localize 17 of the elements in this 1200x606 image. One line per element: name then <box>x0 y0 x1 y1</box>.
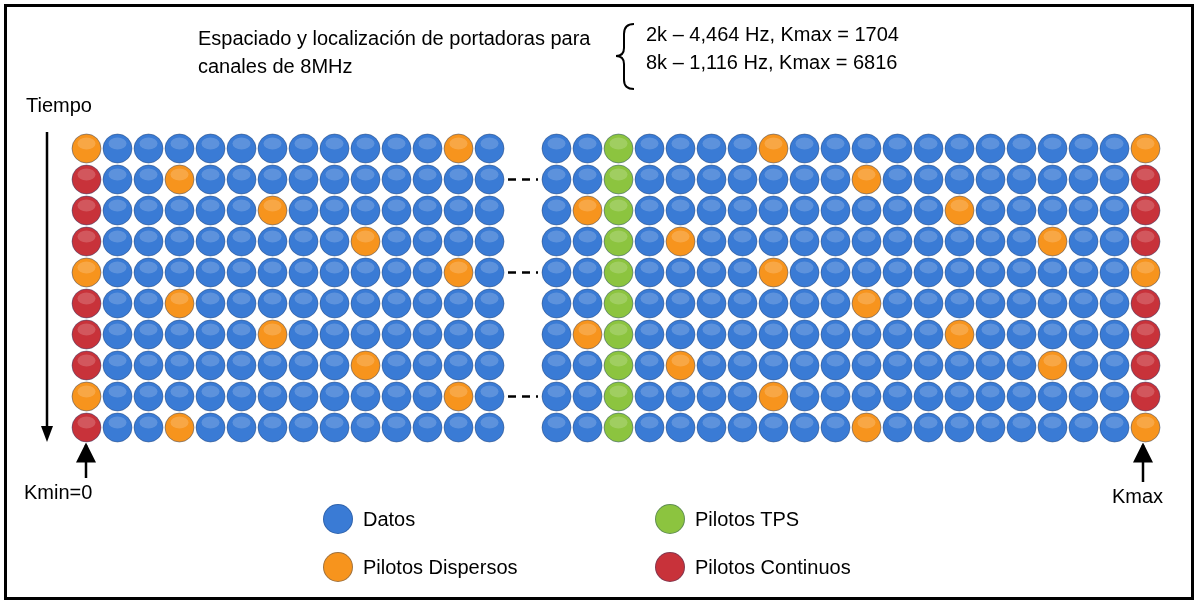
title-text: Espaciado y localización de portadoras para canales de 8MHz <box>198 26 592 79</box>
carrier-grid-drawing <box>70 132 506 444</box>
legend-label: Pilotos Continuos <box>695 555 851 579</box>
legend-label: Pilotos TPS <box>695 507 800 531</box>
arrow <box>1133 442 1153 482</box>
spec-text: 8k – 1,116 Hz, Kmax = 6816 <box>646 50 898 75</box>
arrow <box>76 442 96 478</box>
carrier-index-label: Kmin=0 <box>24 480 114 504</box>
legend-label: Pilotos Dispersos <box>363 555 518 579</box>
dashed-connector <box>508 178 538 181</box>
dashed-connector <box>508 271 538 274</box>
legend-label: Datos <box>363 507 416 531</box>
carrier-grid-drawing <box>540 132 1162 444</box>
spec-text: 2k – 4,464 Hz, Kmax = 1704 <box>646 22 899 47</box>
dashed-connector <box>508 395 538 398</box>
axis-label: Tiempo <box>26 93 92 118</box>
carrier-index-label: Kmax <box>1112 484 1176 508</box>
